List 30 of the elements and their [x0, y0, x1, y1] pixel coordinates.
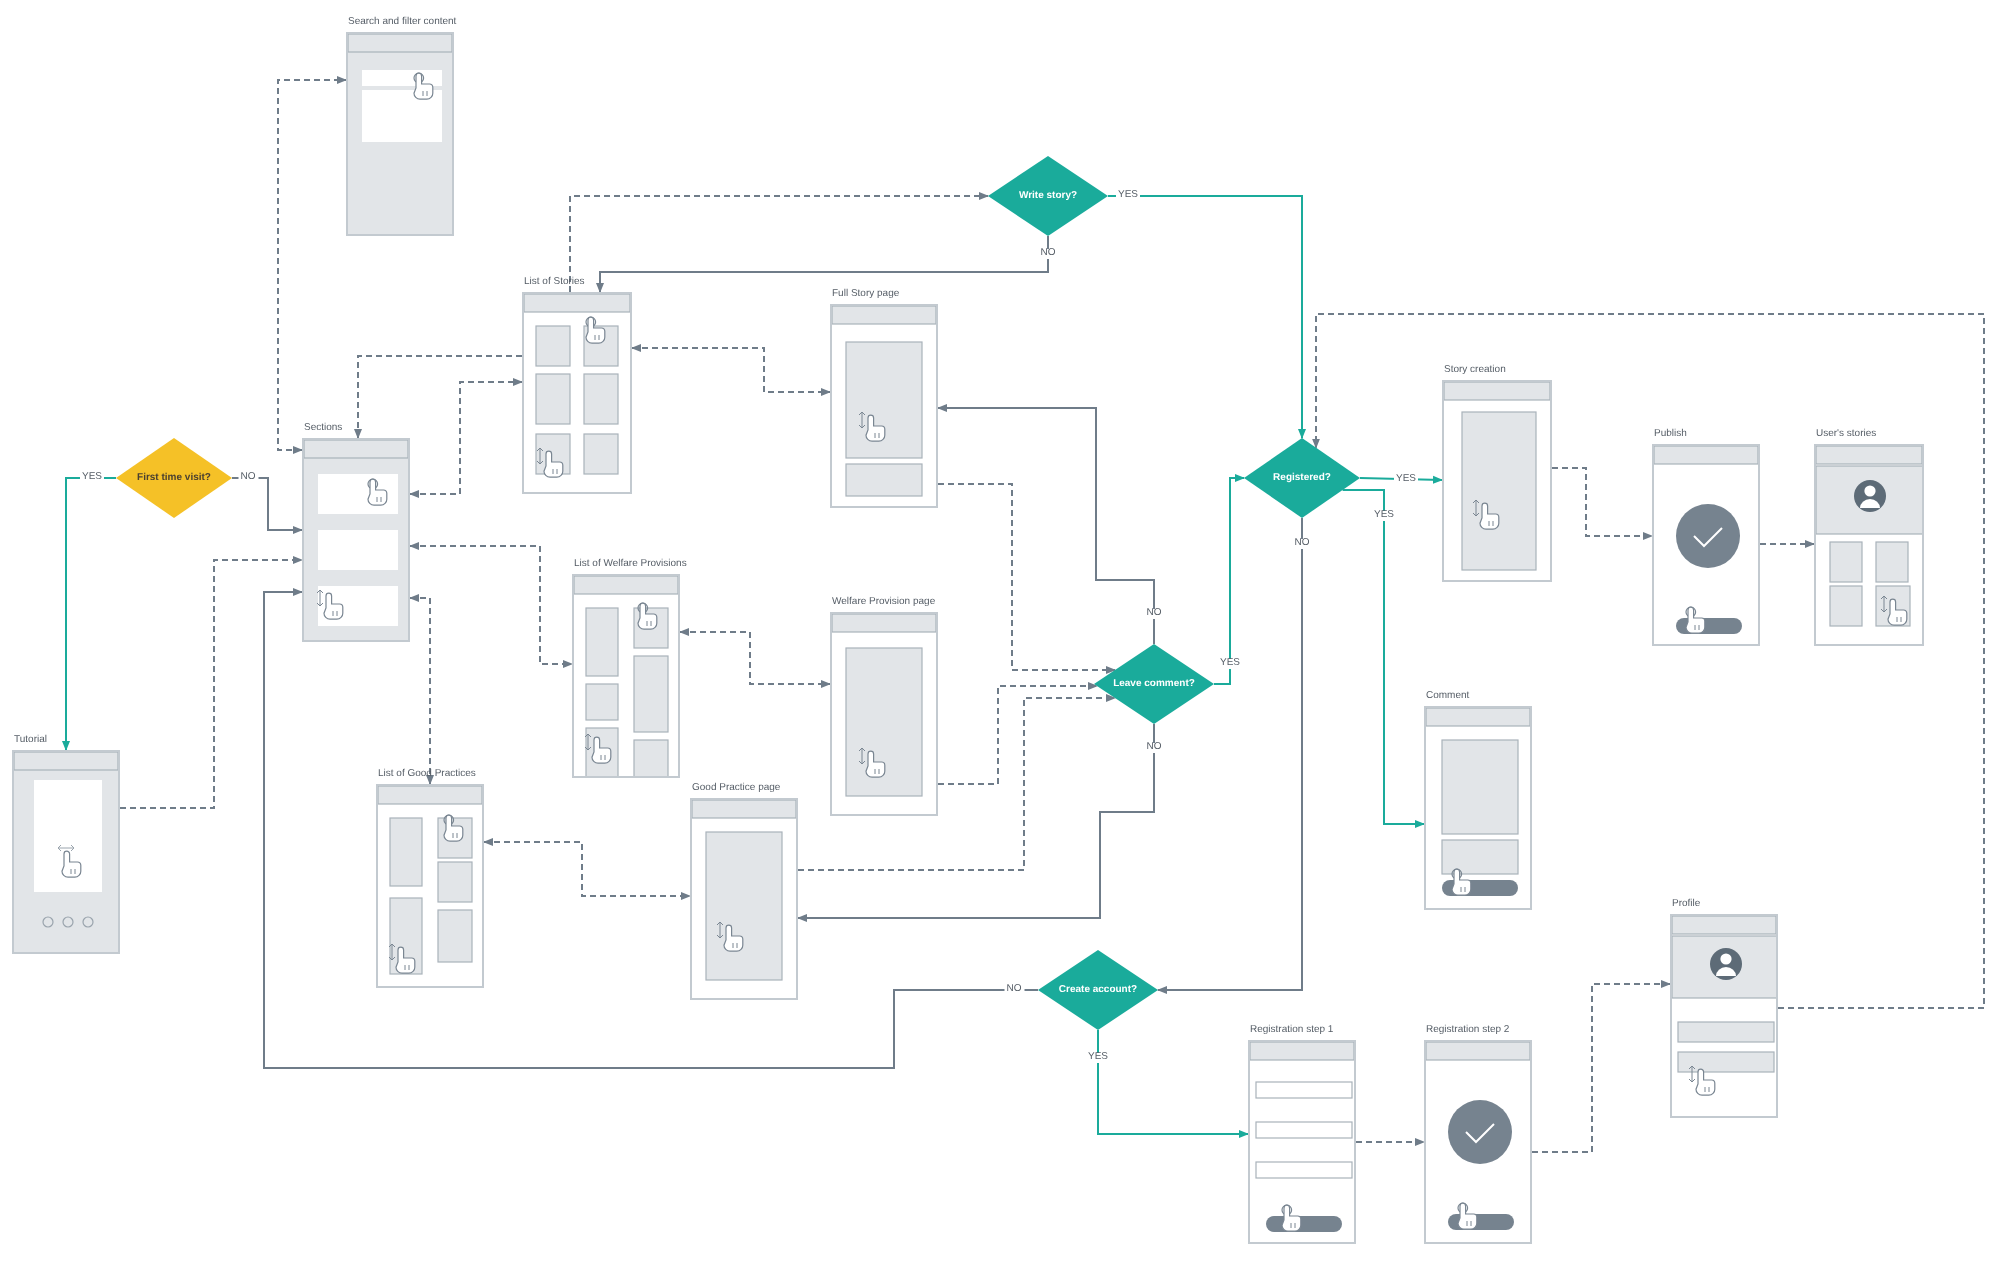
connector-arrow: [797, 723, 1155, 922]
connector-arrow: [569, 192, 989, 293]
connector-arrow: [483, 838, 691, 900]
connector-arrow: [1341, 489, 1425, 828]
connector-arrow: [937, 483, 1116, 674]
connector-arrow: [119, 556, 303, 809]
connector-arrow: [1355, 1138, 1425, 1146]
connector-arrow: [1551, 467, 1653, 540]
connector-arrow: [937, 682, 1098, 785]
connector-arrow: [409, 542, 573, 668]
connector-arrow: [1213, 474, 1245, 685]
connector-arrow: [1097, 1029, 1249, 1138]
connector-arrow: [409, 378, 523, 498]
connector-arrow: [797, 694, 1116, 871]
connector-arrow: [263, 588, 1039, 1069]
connector-arrow: [231, 477, 303, 534]
connector-arrow: [937, 404, 1155, 645]
connector-arrow: [277, 76, 347, 454]
connector-arrow: [1759, 540, 1815, 548]
connector-arrow: [409, 594, 434, 785]
connector-arrow: [1531, 980, 1671, 1153]
connector-arrow: [1359, 475, 1443, 484]
connector-arrow: [596, 235, 1049, 293]
connector-arrow: [1312, 313, 1985, 1009]
connector-arrow: [679, 628, 831, 688]
connector-arrow: [1107, 195, 1306, 439]
connector-arrow: [631, 344, 831, 396]
connector-arrow: [1157, 517, 1303, 994]
connector-arrow: [354, 355, 523, 439]
connector-arrow: [62, 477, 117, 751]
